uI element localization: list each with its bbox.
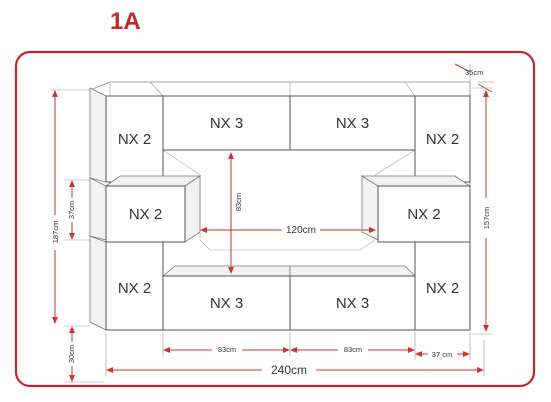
module-bottom-right: NX 2 [414,241,471,331]
dimension-gap-height: 83cm [228,152,243,274]
module-label: NX 2 [129,206,162,223]
dimension-gap-width: 120cm [200,225,376,236]
module-label: NX 3 [336,295,369,312]
dimension-depth-label: 35cm [465,68,483,77]
dimension-total-width: 240cm [105,332,485,377]
dimension-module-height: 37cm [64,179,90,241]
module-label: NX 3 [210,295,243,312]
dimension-floor-clearance: 30cm [64,325,104,383]
dimension-total-height: 187cm [50,89,90,324]
dimension-total-width-label: 240cm [271,363,307,377]
dimension-corner-width-label: 37 cm [432,350,452,359]
dimension-bottom-right-width: 83cm [290,332,416,360]
dimension-module-height-label: 37cm [67,201,76,219]
dimension-right-height: 157cm [472,87,492,335]
outer-frame [14,50,536,388]
module-label: NX 2 [118,131,151,148]
dimension-floor-clearance-label: 30cm [67,345,76,363]
dimension-depth: 35cm [454,63,494,93]
dimension-right-height-label: 157cm [482,207,491,230]
module-top-center-right: NX 3 [289,95,416,151]
module-label: NX 2 [426,131,459,148]
module-label: NX 3 [210,115,243,132]
dimension-bottom-left-width: 83cm [162,332,291,356]
module-bottom-center-left: NX 3 [161,265,291,331]
module-top-left: NX 2 [89,87,164,183]
module-mid-left: NX 2 [89,175,202,243]
dimension-bottom-left-width-label: 83cm [218,345,236,354]
module-bottom-center-right: NX 3 [289,265,416,331]
module-label: NX 3 [336,115,369,132]
module-top-right: NX 2 [414,95,471,183]
dimension-corner-width: 37 cm [415,332,471,360]
module-mid-right: NX 2 [360,175,472,243]
module-bottom-left: NX 2 [89,235,164,331]
dimension-gap-width-label: 120cm [286,225,316,236]
diagram-title: 1A [110,8,141,35]
dimension-gap-height-label: 83cm [234,193,243,211]
module-top-center-left: NX 3 [162,95,291,151]
module-label: NX 2 [426,280,459,297]
dimension-total-height-label: 187cm [51,221,60,244]
dimension-bottom-right-width-label: 83cm [344,345,362,354]
module-label: NX 2 [118,280,151,297]
module-label: NX 2 [407,206,440,223]
